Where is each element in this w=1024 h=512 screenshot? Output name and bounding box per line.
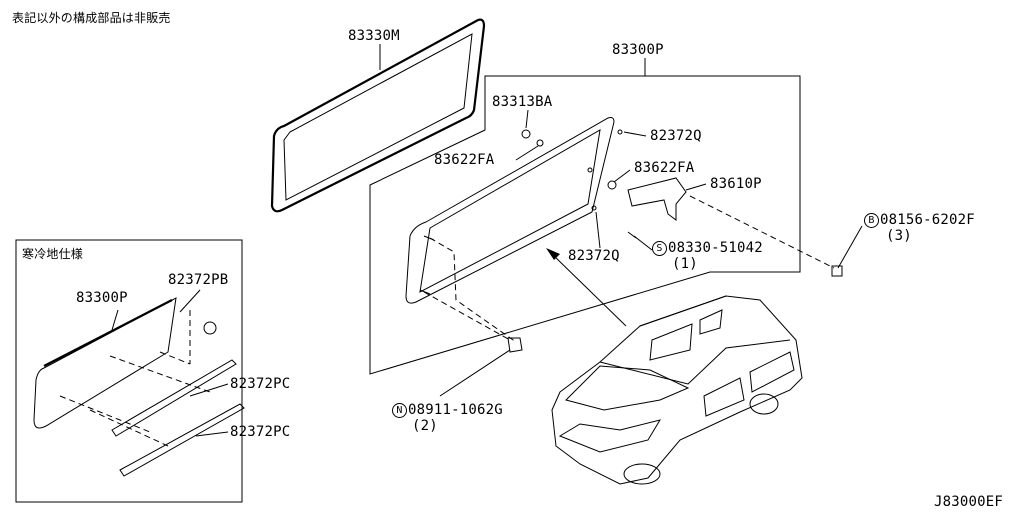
inset-title: 寒冷地仕様 bbox=[22, 247, 84, 261]
diagram-code: J83000EF bbox=[934, 494, 1004, 510]
rear-glass-panel bbox=[405, 117, 615, 304]
retainer-right bbox=[607, 180, 617, 190]
leader-inset-strip-upper bbox=[189, 383, 229, 397]
label-nut-n-qty: (2) bbox=[412, 418, 438, 434]
inset-clip-82372pb bbox=[203, 321, 217, 335]
bolt-s-number: 08330-51042 bbox=[668, 240, 763, 256]
inset-dash-lines bbox=[59, 310, 211, 447]
label-bolt-b-qty: (3) bbox=[886, 228, 912, 244]
leader-s-bolt bbox=[633, 235, 653, 251]
retainer-left bbox=[536, 139, 544, 147]
arrow-shaft bbox=[551, 253, 627, 327]
label-82372q-top[interactable]: 82372Q bbox=[650, 128, 702, 144]
label-inset-82372pb[interactable]: 82372PB bbox=[168, 272, 229, 288]
n-symbol-icon: N bbox=[392, 403, 407, 418]
leader-82372q-bottom bbox=[595, 211, 601, 249]
label-inset-82372pc-lower[interactable]: 82372PC bbox=[230, 424, 291, 440]
label-83622fa-right[interactable]: 83622FA bbox=[634, 160, 695, 176]
label-83330m[interactable]: 83330M bbox=[348, 28, 400, 44]
label-83313ba[interactable]: 83313BA bbox=[492, 94, 553, 110]
leader-82372q-top bbox=[623, 131, 647, 137]
nut-n-number: 08911-1062G bbox=[408, 402, 503, 418]
s-symbol-icon: S bbox=[652, 241, 667, 256]
assembly-frame bbox=[369, 75, 801, 375]
leader-83622fa-right bbox=[613, 169, 631, 183]
leader-inset-clip bbox=[179, 289, 201, 313]
label-83610p[interactable]: 83610P bbox=[710, 176, 762, 192]
leader-inset-83300p bbox=[111, 309, 119, 331]
bolt-b bbox=[831, 265, 843, 277]
bracket-83610p bbox=[627, 177, 687, 221]
leader-83610p bbox=[685, 183, 707, 191]
inset-glass bbox=[33, 297, 177, 429]
label-83300p[interactable]: 83300P bbox=[612, 42, 664, 58]
inset-strip-upper bbox=[111, 359, 237, 437]
leader-n-nut bbox=[439, 349, 511, 397]
inset-frame bbox=[15, 239, 243, 503]
label-inset-82372pc-upper[interactable]: 82372PC bbox=[230, 376, 291, 392]
dash-bolt-path bbox=[689, 195, 835, 269]
leader-inset-strip-lower bbox=[195, 431, 229, 437]
bolt-b-number: 08156-6202F bbox=[880, 212, 975, 228]
inset-strip-lower bbox=[119, 403, 245, 477]
clip-bottom bbox=[591, 205, 597, 211]
label-bolt-s-qty: (1) bbox=[672, 256, 698, 272]
leader-b-bolt bbox=[837, 225, 863, 269]
fastener-83313ba bbox=[521, 129, 531, 139]
label-inset-83300p[interactable]: 83300P bbox=[76, 290, 128, 306]
dash-nut-path bbox=[429, 237, 517, 343]
leader-83313ba bbox=[525, 109, 529, 129]
clip-top bbox=[617, 129, 623, 135]
vehicle-illustration bbox=[551, 295, 803, 485]
hole-a bbox=[587, 167, 593, 173]
nut-n bbox=[507, 337, 523, 353]
b-symbol-icon: B bbox=[864, 213, 879, 228]
weatherstrip-83330m bbox=[270, 18, 486, 213]
dash-nut-path-2 bbox=[423, 291, 511, 341]
leader-83622fa-left bbox=[515, 145, 539, 161]
arrow-head bbox=[546, 248, 560, 260]
note-non-sale: 表記以外の構成部品は非販売 bbox=[12, 11, 171, 25]
label-83622fa-left[interactable]: 83622FA bbox=[434, 152, 495, 168]
label-82372q-bottom[interactable]: 82372Q bbox=[568, 248, 620, 264]
